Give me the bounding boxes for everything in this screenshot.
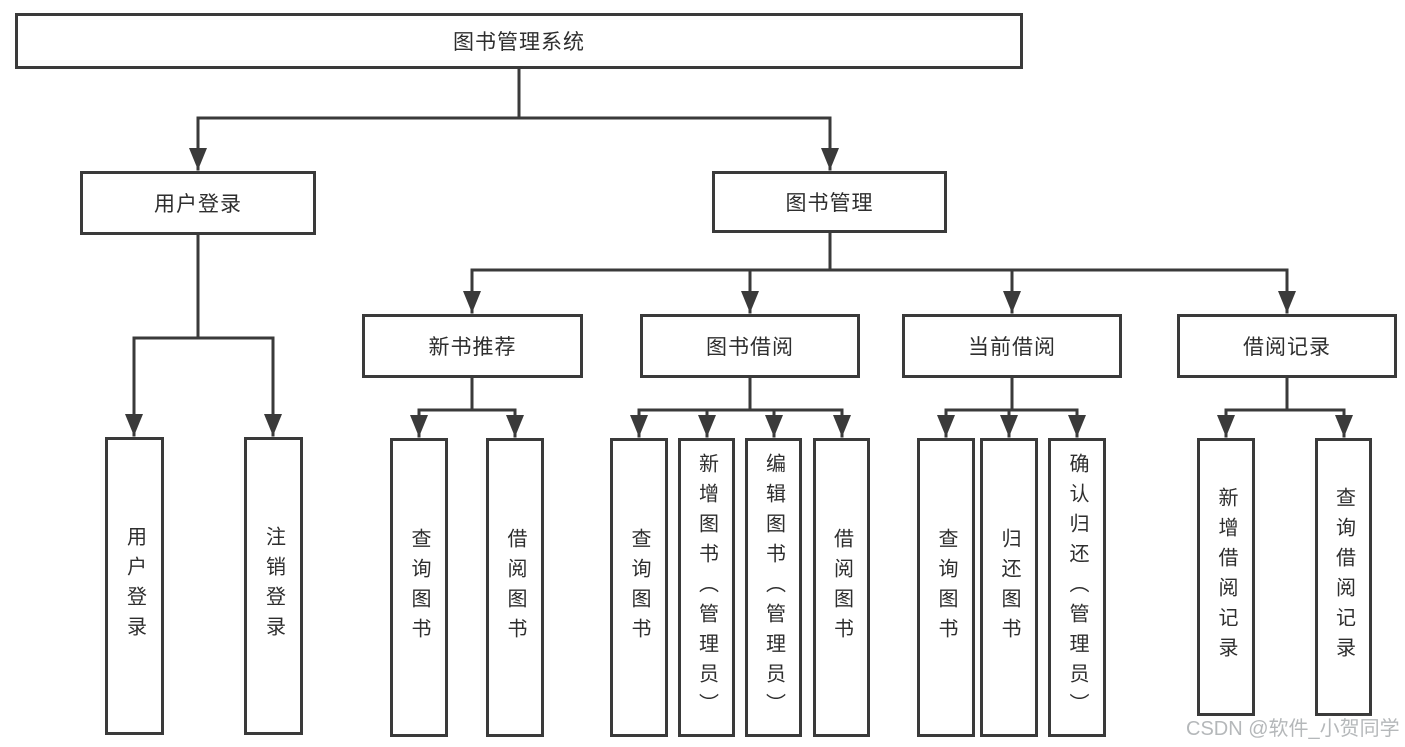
node-new-book-recommend-label: 新书推荐	[428, 336, 517, 359]
node-new-book-recommend: 新书推荐	[362, 314, 583, 378]
leaf-edit-book-admin: 编辑图书（管理员）	[745, 438, 802, 737]
leaf-borrow-books-recommend-label: 借阅图书	[504, 527, 526, 648]
node-root: 图书管理系统	[15, 13, 1023, 69]
leaf-add-book-admin-label: 新增图书（管理员）	[695, 452, 718, 723]
leaf-return-book-label: 归还图书	[998, 527, 1020, 648]
node-borrow-records-label: 借阅记录	[1243, 336, 1331, 359]
leaf-add-borrow-record: 新增借阅记录	[1197, 438, 1255, 716]
leaf-borrow-books-borrowing: 借阅图书	[813, 438, 870, 737]
leaf-query-books-borrowing: 查询图书	[610, 438, 668, 737]
leaf-borrow-books-borrowing-label: 借阅图书	[830, 527, 853, 648]
leaf-query-books-recommend-label: 查询图书	[408, 527, 430, 648]
leaf-edit-book-admin-label: 编辑图书（管理员）	[762, 452, 785, 723]
leaf-return-book: 归还图书	[980, 438, 1038, 737]
leaf-query-books-current: 查询图书	[917, 438, 975, 737]
leaf-query-books-current-label: 查询图书	[935, 527, 957, 648]
node-root-label: 图书管理系统	[453, 31, 585, 54]
leaf-user-login: 用户登录	[105, 437, 164, 735]
leaf-query-borrow-record: 查询借阅记录	[1315, 438, 1372, 716]
leaf-user-login-label: 用户登录	[123, 526, 146, 646]
leaf-logout-label: 注销登录	[262, 526, 285, 646]
node-current-borrowing-label: 当前借阅	[968, 336, 1056, 359]
leaf-add-book-admin: 新增图书（管理员）	[678, 438, 735, 737]
node-current-borrowing: 当前借阅	[902, 314, 1122, 378]
leaf-confirm-return-admin-label: 确认归还（管理员）	[1066, 452, 1088, 723]
leaf-query-borrow-record-label: 查询借阅记录	[1332, 487, 1355, 667]
node-borrow-records: 借阅记录	[1177, 314, 1397, 378]
leaf-logout: 注销登录	[244, 437, 303, 735]
node-book-management: 图书管理	[712, 171, 947, 233]
node-user-login: 用户登录	[80, 171, 316, 235]
leaf-confirm-return-admin: 确认归还（管理员）	[1048, 438, 1106, 737]
node-user-login-label: 用户登录	[154, 193, 242, 216]
node-book-borrowing-label: 图书借阅	[706, 336, 794, 359]
node-book-management-label: 图书管理	[785, 192, 874, 215]
node-book-borrowing: 图书借阅	[640, 314, 860, 378]
leaf-borrow-books-recommend: 借阅图书	[486, 438, 544, 737]
leaf-query-books-borrowing-label: 查询图书	[628, 527, 650, 648]
leaf-add-borrow-record-label: 新增借阅记录	[1215, 487, 1237, 667]
watermark: CSDN @软件_小贺同学	[1186, 718, 1400, 740]
leaf-query-books-recommend: 查询图书	[390, 438, 448, 737]
